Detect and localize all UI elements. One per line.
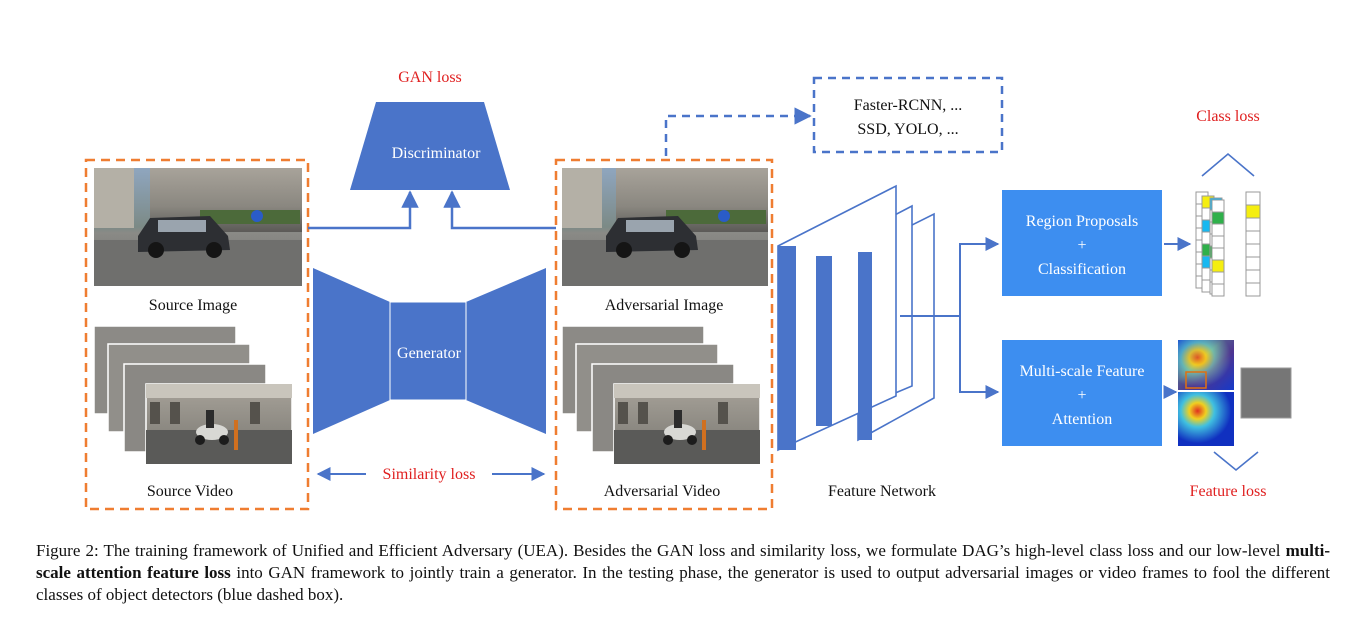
source-image-photo — [94, 168, 302, 286]
adversarial-image-label: Adversarial Image — [605, 297, 724, 314]
noise-feature-map — [1240, 367, 1292, 419]
feature-loss-label: Feature loss — [1190, 483, 1267, 500]
source-panel-dashed-box — [84, 158, 310, 511]
adversarial-image-photo — [562, 168, 768, 286]
class-loss-label: Class loss — [1196, 108, 1260, 125]
multiscale-line-1: Multi-scale Feature — [1020, 363, 1145, 380]
attention-heatmaps — [1178, 340, 1234, 446]
discriminator-label: Discriminator — [392, 145, 482, 162]
class-score-vectors — [1195, 191, 1261, 297]
caption-text-2: into GAN framework to jointly train a ge… — [36, 563, 1330, 604]
to-region-proposals-arrow — [959, 237, 1000, 316]
feature-network — [777, 184, 935, 452]
adversarial-to-discriminator-arrow — [443, 190, 556, 230]
gan-loss-label: GAN loss — [398, 69, 462, 86]
class-loss-bracket — [1201, 152, 1255, 177]
region-proposals-line-2: + — [1077, 237, 1086, 254]
multiscale-attention-box — [1002, 340, 1162, 446]
source-video-label: Source Video — [147, 483, 233, 500]
generator-block — [313, 268, 546, 434]
detectors-line-1: Faster-RCNN, ... — [854, 97, 963, 114]
source-video-frames — [93, 325, 293, 465]
multiscale-line-3: Attention — [1052, 411, 1112, 428]
region-proposals-line-3: Classification — [1038, 261, 1126, 278]
to-detectors-dashed-arrow — [664, 107, 812, 156]
feature-network-label: Feature Network — [828, 483, 936, 500]
source-image-label: Source Image — [149, 297, 237, 314]
figure-caption: Figure 2: The training framework of Unif… — [36, 540, 1330, 606]
multiscale-line-2: + — [1077, 387, 1086, 404]
caption-text-1: Figure 2: The training framework of Unif… — [36, 541, 1286, 560]
generator-label: Generator — [397, 345, 462, 362]
source-to-discriminator-arrow — [308, 190, 419, 230]
to-multiscale-arrow — [959, 316, 1000, 399]
region-proposals-line-1: Region Proposals — [1026, 213, 1138, 230]
adversarial-panel-dashed-box — [554, 158, 774, 511]
adversarial-video-label: Adversarial Video — [604, 483, 720, 500]
discriminator-block — [350, 102, 510, 190]
caption-bold-text: multi-scale attention feature loss — [36, 541, 1330, 582]
feature-loss-bracket — [1213, 451, 1259, 472]
region-proposals-box — [1002, 190, 1162, 296]
detectors-line-2: SSD, YOLO, ... — [857, 121, 958, 138]
similarity-loss-label: Similarity loss — [383, 466, 476, 483]
adversarial-video-frames — [561, 325, 761, 465]
detectors-dashed-box — [812, 76, 1004, 154]
